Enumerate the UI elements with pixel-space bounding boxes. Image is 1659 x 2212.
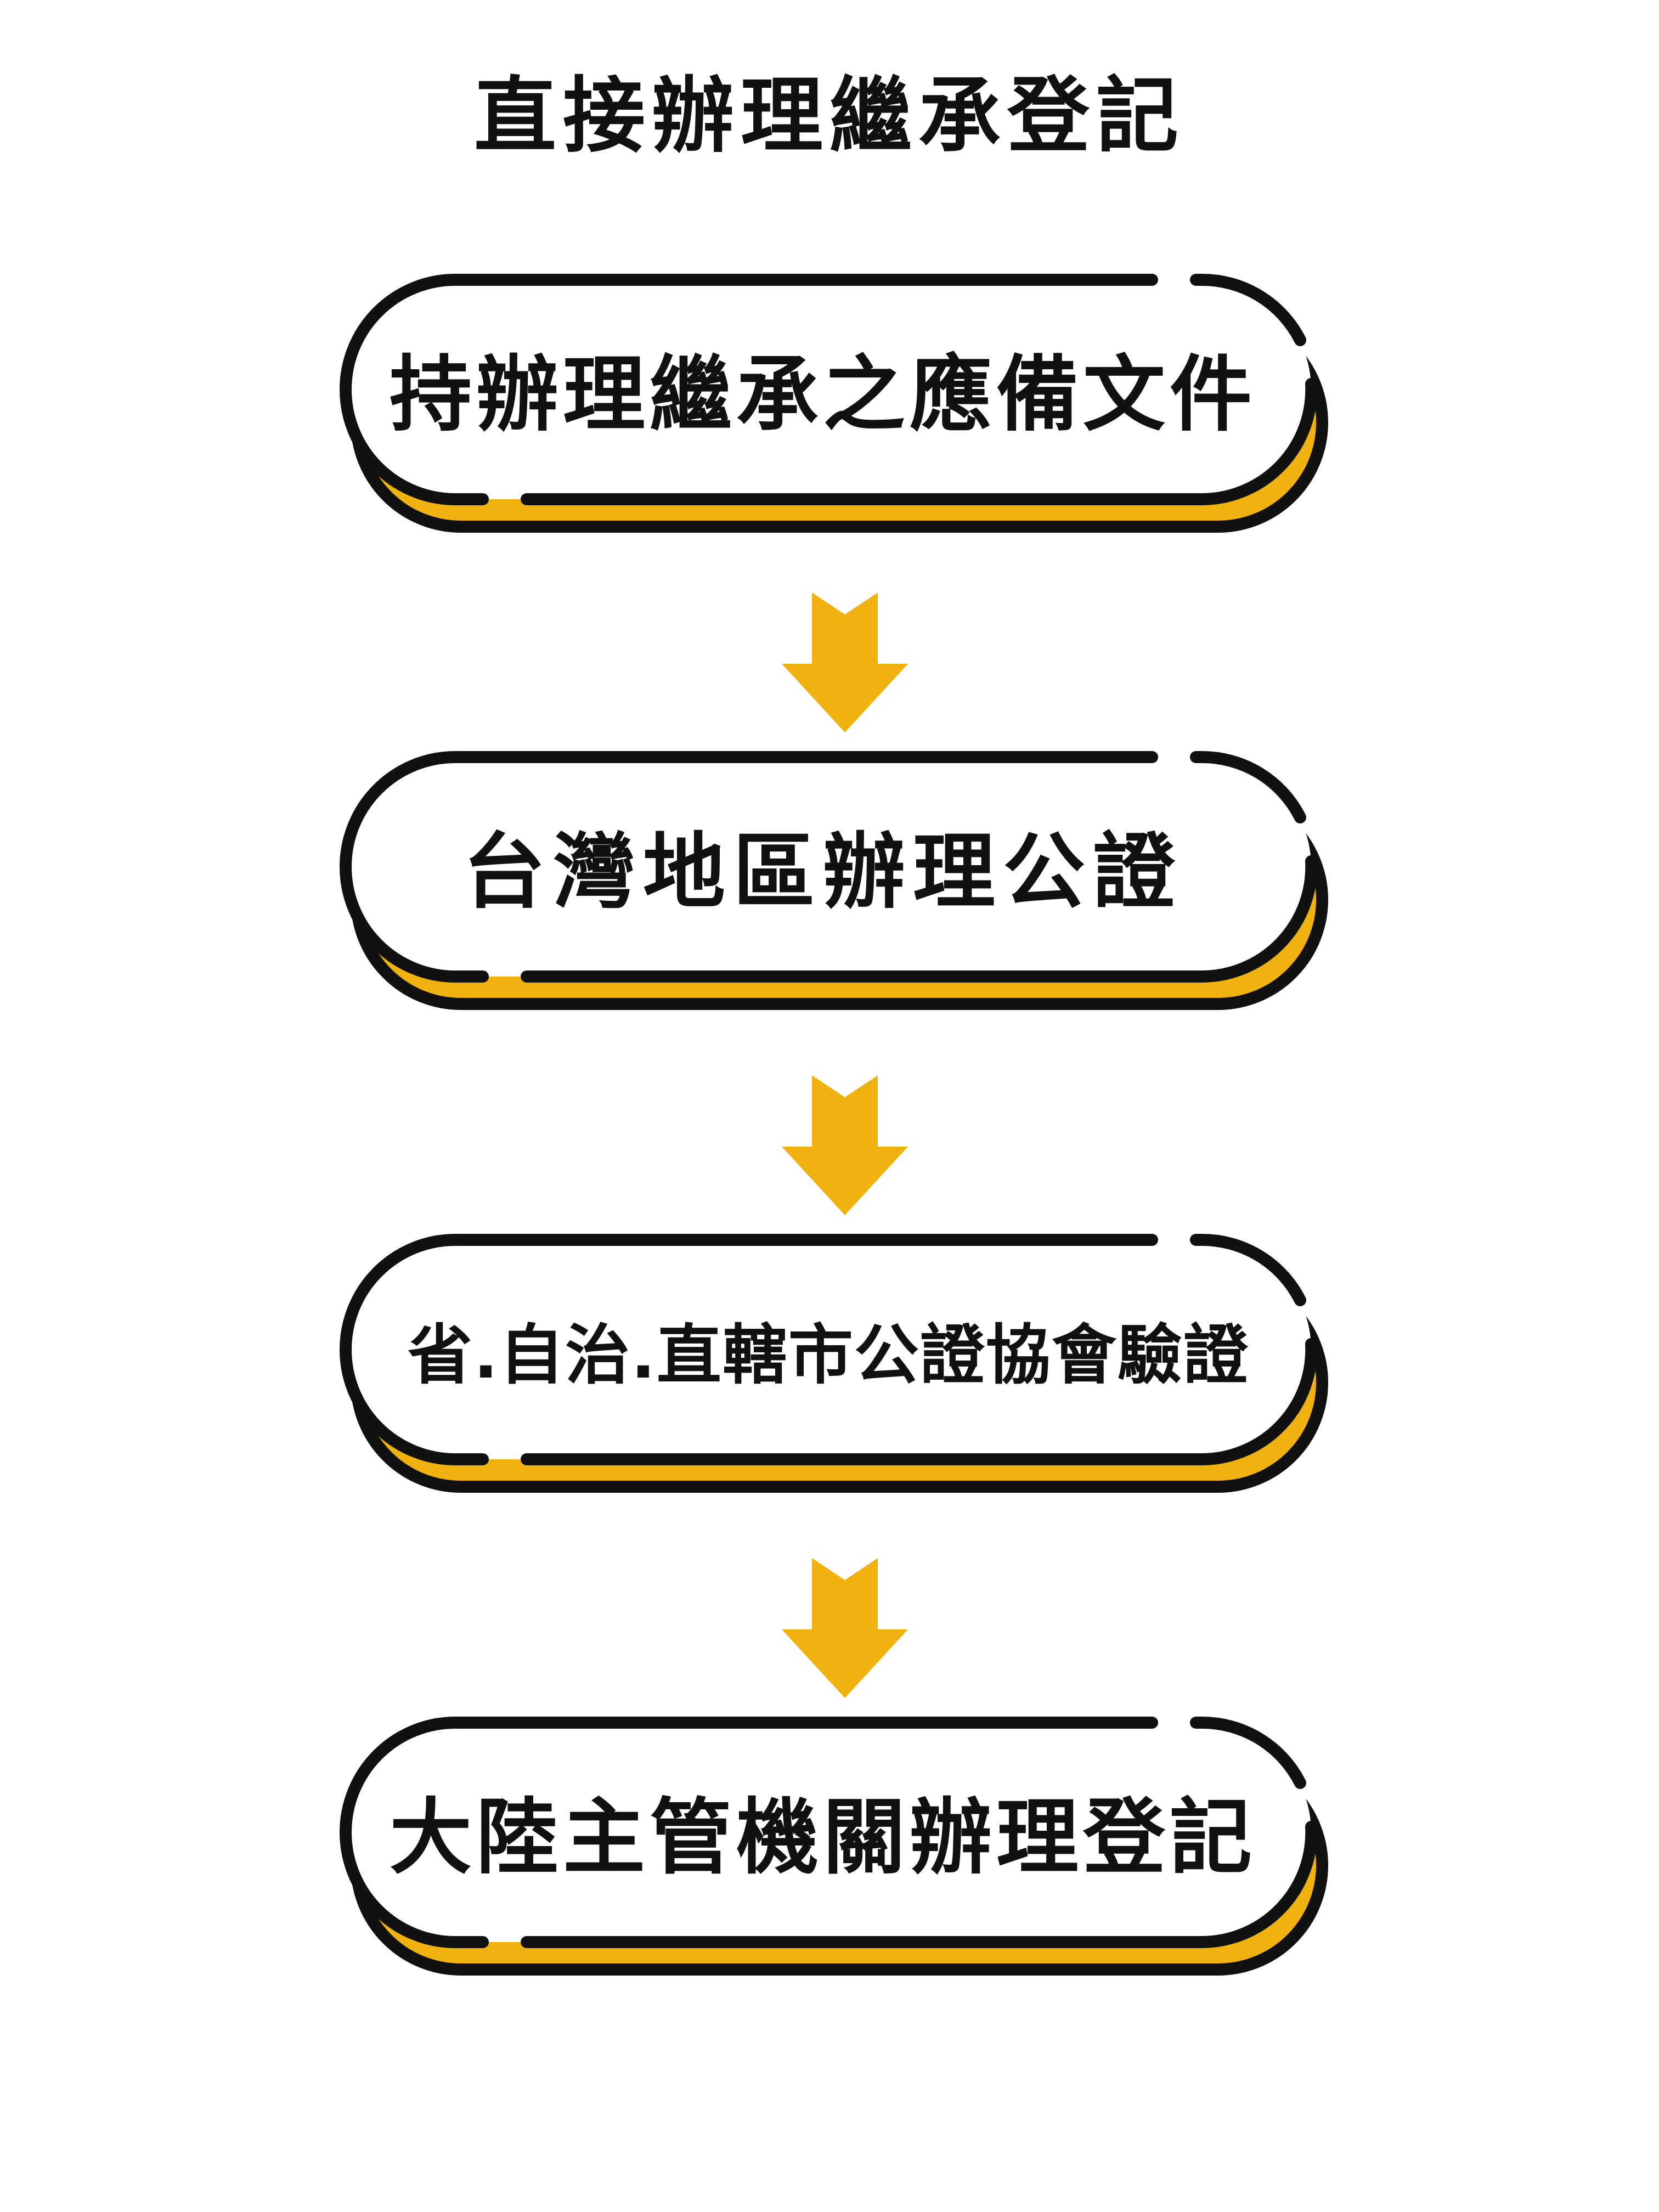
flow-step-1: 持辦理繼承之應備文件 <box>339 273 1339 560</box>
step-pill-shape <box>339 1233 1328 1493</box>
arrow-down-icon <box>782 1075 908 1215</box>
flow-step-2: 台灣地區辦理公證 <box>339 751 1339 1037</box>
step-label: 持辦理繼承之應備文件 <box>389 347 1256 443</box>
step-pill-shape <box>339 751 1328 1010</box>
step-label: 台灣地區辦理公證 <box>462 825 1183 920</box>
step-label: 大陸主管機關辦理登記 <box>389 1790 1256 1886</box>
page-title: 直接辦理繼承登記 <box>473 69 1185 164</box>
flow-step-4: 大陸主管機關辦理登記 <box>339 1716 1339 2002</box>
step-pill-shape <box>339 1716 1328 1976</box>
step-label: 省.自治.直轄市公證協會驗證 <box>408 1317 1249 1393</box>
arrow-down-icon <box>782 592 908 732</box>
arrow-down-icon <box>782 1558 908 1698</box>
flow-step-3: 省.自治.直轄市公證協會驗證 <box>339 1233 1339 1520</box>
step-pill-shape <box>339 273 1328 533</box>
